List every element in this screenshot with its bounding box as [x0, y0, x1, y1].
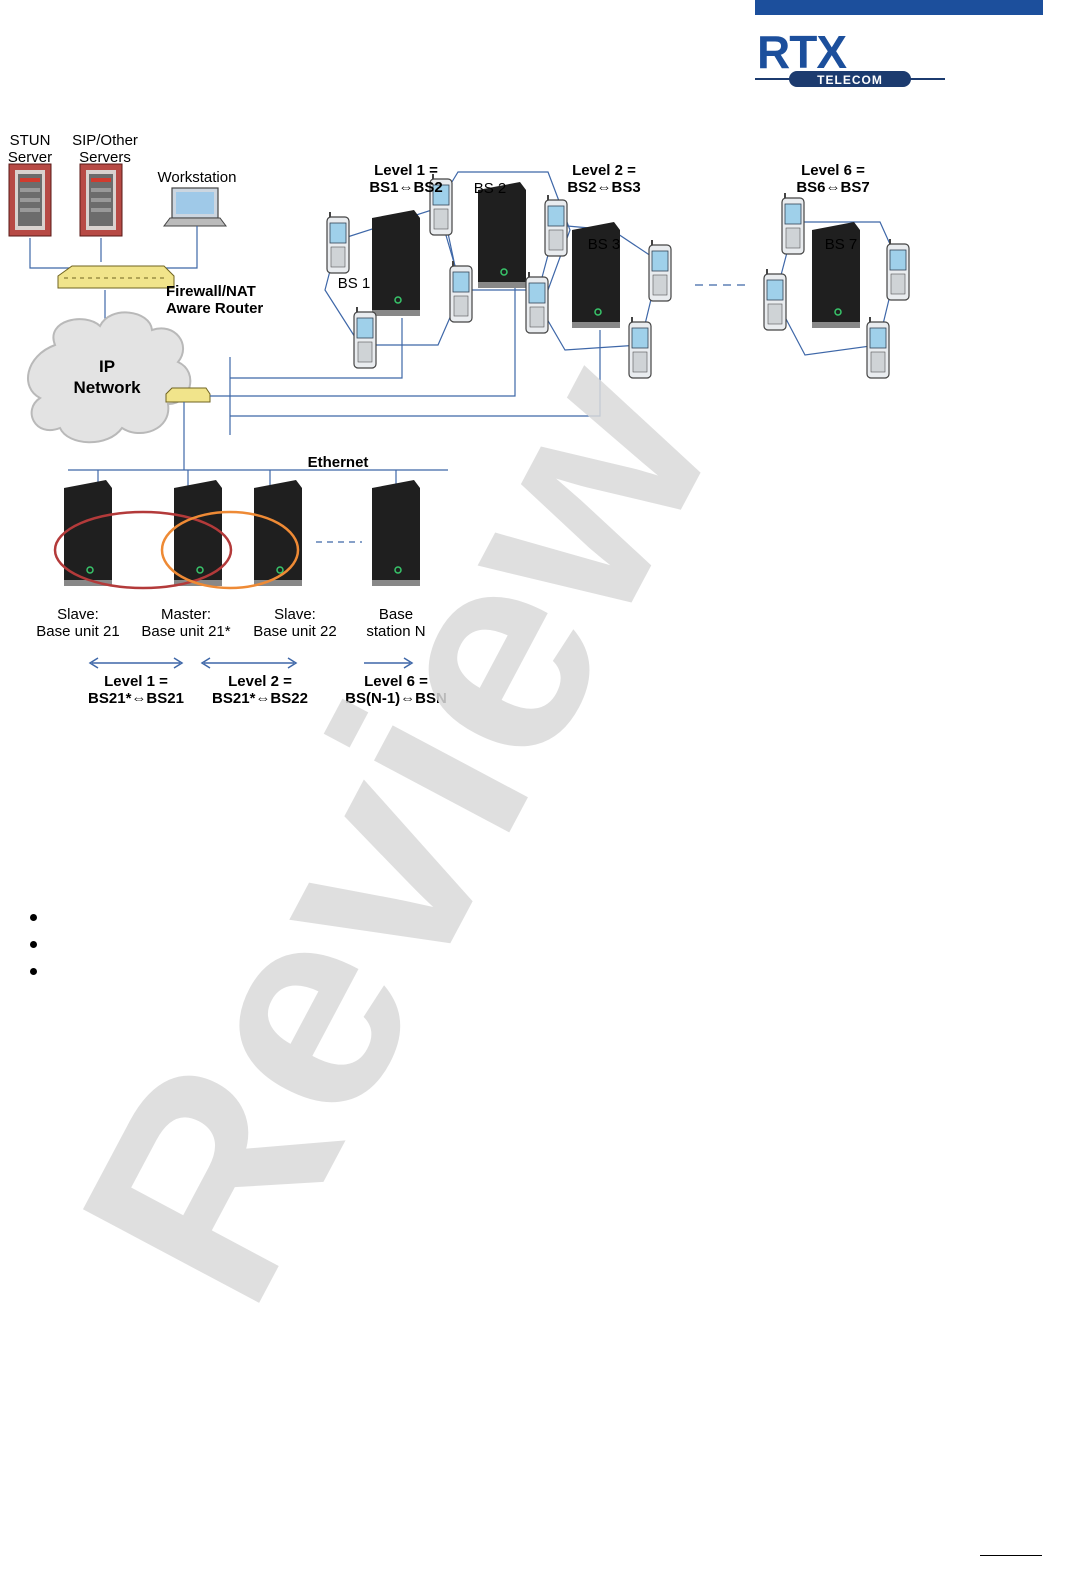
sip-server-icon — [79, 163, 123, 237]
handset-icon — [763, 268, 787, 331]
logo-brand: RTX — [757, 26, 847, 78]
unit-label: Master: — [161, 606, 211, 623]
bottom-level-label-6b: BS(N-1)⇔BSN — [345, 690, 447, 707]
base-unit-icon — [371, 479, 421, 587]
stun-label-1: STUN — [10, 132, 51, 149]
top-level-label-2b: BS2⇔BS3 — [567, 179, 640, 196]
network-diagram: STUN Server SIP/Other Servers Workstatio… — [8, 132, 910, 707]
unit-label: Base unit 21 — [36, 623, 119, 640]
cluster-ring-orange — [160, 510, 300, 590]
unit-label: Base unit 21* — [141, 623, 230, 640]
top-level-label-1a: Level 1 = — [374, 162, 438, 179]
ip-network-cloud — [27, 311, 192, 444]
sip-label-2: Servers — [79, 149, 131, 166]
handset-icon — [544, 194, 568, 257]
logo-tagline: TELECOM — [817, 73, 883, 87]
rtx-telecom-logo: RTX TELECOM — [755, 26, 945, 87]
switch-icon — [165, 387, 211, 403]
router-label-2: Aware Router — [166, 300, 263, 317]
router-icon — [57, 265, 175, 289]
handset-icon — [648, 239, 672, 302]
footer-rule — [980, 1555, 1042, 1556]
unit-label: Base — [379, 606, 413, 623]
ip-network-label-2: Network — [73, 378, 141, 397]
bullet-dot-icon — [30, 968, 37, 975]
handset-icon — [866, 316, 890, 379]
unit-label: station N — [366, 623, 425, 640]
top-level-label-1b: BS1⇔BS2 — [369, 179, 442, 196]
handset-icon — [781, 192, 805, 255]
unit-label: Slave: — [274, 606, 316, 623]
bottom-level-label-1b: BS21*⇔BS21 — [88, 690, 184, 707]
bottom-level-label-2b: BS21*⇔BS22 — [212, 690, 308, 707]
top-base-label: BS 3 — [588, 236, 621, 253]
base-unit-icon — [173, 479, 223, 587]
top-level-label-2a: Level 2 = — [572, 162, 636, 179]
ip-network-label-1: IP — [99, 357, 115, 376]
handset-icon — [886, 238, 910, 301]
bullet-dot-icon — [30, 914, 37, 921]
bottom-level-label-1a: Level 1 = — [104, 673, 168, 690]
unit-label: Base unit 22 — [253, 623, 336, 640]
base-station-icon — [477, 181, 527, 289]
sip-label-1: SIP/Other — [72, 132, 138, 149]
top-base-label: BS 1 — [338, 275, 371, 292]
top-level-label-6a: Level 6 = — [801, 162, 865, 179]
cluster-ring-red — [53, 510, 233, 590]
bullet-dot-icon — [30, 941, 37, 948]
unit-label: Slave: — [57, 606, 99, 623]
ethernet-label: Ethernet — [308, 454, 369, 471]
stun-server-icon — [8, 163, 52, 237]
handset-icon — [353, 306, 377, 369]
bottom-level-label-6a: Level 6 = — [364, 673, 428, 690]
base-unit-icon — [253, 479, 303, 587]
base-unit-icon — [63, 479, 113, 587]
handset-icon — [449, 260, 473, 323]
stun-label-2: Server — [8, 149, 52, 166]
top-base-label: BS 2 — [474, 180, 507, 197]
logo-top-bar — [755, 0, 1043, 15]
router-label-1: Firewall/NAT — [166, 283, 256, 300]
handset-icon — [326, 211, 350, 274]
workstation-label: Workstation — [158, 169, 237, 186]
base-station-icon — [371, 209, 421, 317]
bottom-level-label-2a: Level 2 = — [228, 673, 292, 690]
handset-icon — [525, 271, 549, 334]
top-level-label-6b: BS6⇔BS7 — [796, 179, 869, 196]
workstation-icon — [163, 187, 227, 227]
handset-icon — [628, 316, 652, 379]
top-base-label: BS 7 — [825, 236, 858, 253]
